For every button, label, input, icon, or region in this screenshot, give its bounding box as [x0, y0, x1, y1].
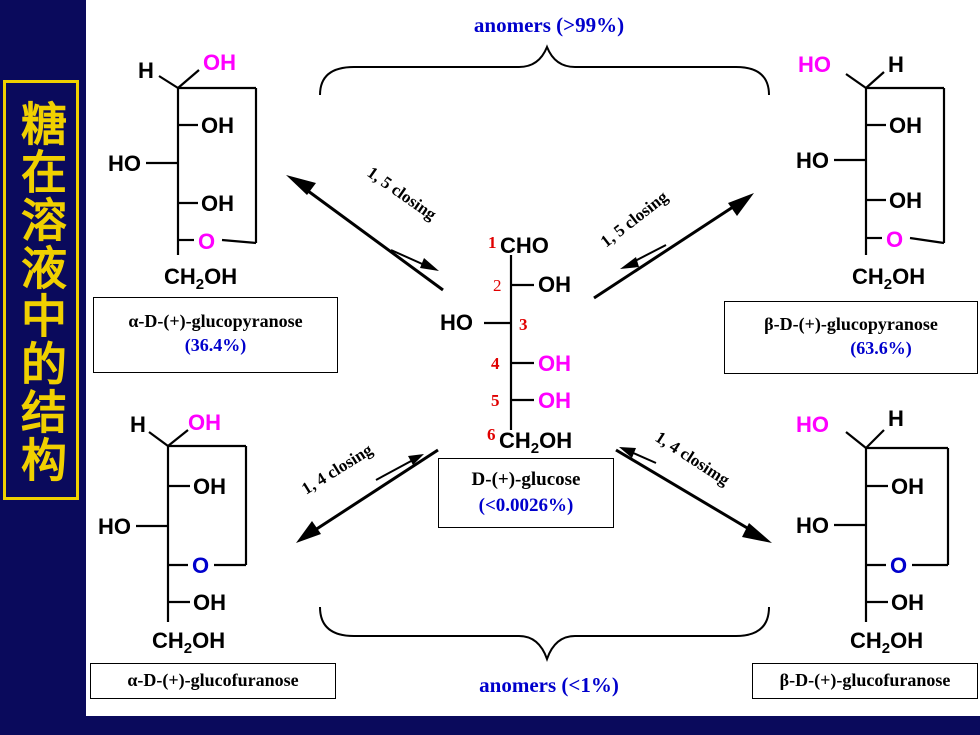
- glucose-box: D-(+)-glucose (<0.0026%): [438, 458, 614, 528]
- svg-text:HO: HO: [796, 412, 829, 437]
- arrow-top-right: 1, 5 closing: [593, 187, 754, 300]
- svg-text:H: H: [130, 412, 146, 437]
- arrow-br-label: 1, 4 closimg: [652, 427, 734, 489]
- svg-text:OH: OH: [891, 590, 924, 615]
- svg-text:H: H: [888, 406, 904, 431]
- glucose-diagram: anomers (>99%) anomers (<1%) 1, 5 closin…: [98, 13, 950, 697]
- brace-top: [319, 44, 770, 96]
- svg-text:OH: OH: [889, 188, 922, 213]
- svg-text:OH: OH: [193, 590, 226, 615]
- arrow-bottom-left: 1, 4 closing: [296, 440, 439, 543]
- svg-text:O: O: [890, 553, 907, 578]
- svg-text:OH: OH: [188, 410, 221, 435]
- svg-text:O: O: [192, 553, 209, 578]
- beta-pyranose-name: β-D-(+)-glucopyranose: [764, 314, 938, 334]
- svg-text:HO: HO: [440, 310, 473, 335]
- beta-furanose-name: β-D-(+)-glucofuranose: [779, 670, 951, 690]
- glucose-pct: (<0.0026%): [478, 495, 574, 516]
- svg-text:5: 5: [491, 391, 500, 410]
- diagram-panel: anomers (>99%) anomers (<1%) 1, 5 closin…: [86, 0, 980, 716]
- beta-furanose-box: β-D-(+)-glucofuranose: [752, 663, 978, 699]
- svg-text:6: 6: [487, 425, 496, 444]
- svg-text:2: 2: [493, 276, 502, 295]
- svg-text:OH: OH: [193, 474, 226, 499]
- arrow-top-left: 1, 5 closing: [286, 163, 444, 292]
- svg-text:OH: OH: [201, 191, 234, 216]
- svg-text:OH: OH: [891, 474, 924, 499]
- svg-text:CHO: CHO: [500, 233, 549, 258]
- svg-text:HO: HO: [796, 513, 829, 538]
- arrow-bl-label: 1, 4 closing: [298, 440, 376, 499]
- anomers-top-label: anomers (>99%): [474, 13, 624, 37]
- svg-text:O: O: [198, 229, 215, 254]
- glucose-name: D-(+)-glucose: [471, 469, 581, 490]
- svg-text:OH: OH: [538, 388, 571, 413]
- beta-pyranose-pct: (63.6%): [850, 338, 912, 358]
- svg-text:4: 4: [491, 354, 500, 373]
- anomers-bottom-label: anomers (<1%): [479, 673, 619, 697]
- svg-text:HO: HO: [108, 151, 141, 176]
- arrow-tl-label: 1, 5 closing: [364, 163, 441, 225]
- svg-text:CH2OH: CH2OH: [152, 628, 225, 657]
- beta-glucopyranose-structure: HO H OH HO OH O CH2OH: [796, 52, 946, 293]
- svg-text:OH: OH: [203, 50, 236, 75]
- alpha-pyranose-pct: (36.4%): [184, 335, 247, 355]
- svg-text:3: 3: [519, 315, 528, 334]
- svg-text:CH2OH: CH2OH: [852, 264, 925, 293]
- svg-text:H: H: [888, 52, 904, 77]
- svg-text:HO: HO: [98, 514, 131, 539]
- alpha-pyranose-box: α-D-(+)-glucopyranose (36.4%): [93, 297, 338, 373]
- svg-text:OH: OH: [538, 272, 571, 297]
- svg-text:HO: HO: [796, 148, 829, 173]
- svg-text:CH2OH: CH2OH: [499, 428, 572, 457]
- alpha-furanose-name: α-D-(+)-glucofuranose: [127, 670, 299, 690]
- alpha-pyranose-name: α-D-(+)-glucopyranose: [128, 311, 303, 331]
- alpha-glucopyranose-structure: H OH OH HO OH O CH2OH: [108, 50, 258, 293]
- svg-text:HO: HO: [798, 52, 831, 77]
- svg-text:H: H: [138, 58, 154, 83]
- alpha-furanose-box: α-D-(+)-glucofuranose: [90, 663, 336, 699]
- side-title: 糖在溶液中的结构: [3, 80, 79, 500]
- arrow-tr-label: 1, 5 closing: [597, 187, 672, 251]
- beta-pyranose-box: β-D-(+)-glucopyranose (63.6%): [724, 301, 978, 374]
- arrow-bottom-right: 1, 4 closimg: [615, 427, 772, 543]
- svg-text:OH: OH: [538, 351, 571, 376]
- svg-text:OH: OH: [889, 113, 922, 138]
- svg-text:CH2OH: CH2OH: [850, 628, 923, 657]
- svg-text:1: 1: [488, 233, 497, 252]
- alpha-glucofuranose-structure: H OH OH HO O OH CH2OH: [98, 410, 248, 657]
- open-chain-glucose: 1 CHO 2 OH HO 3 4 OH 5 OH 6 CH2OH: [440, 233, 572, 457]
- brace-bottom: [319, 606, 770, 663]
- svg-text:CH2OH: CH2OH: [164, 264, 237, 293]
- svg-text:OH: OH: [201, 113, 234, 138]
- beta-glucofuranose-structure: HO H OH HO O OH CH2OH: [796, 406, 950, 657]
- svg-text:O: O: [886, 227, 903, 252]
